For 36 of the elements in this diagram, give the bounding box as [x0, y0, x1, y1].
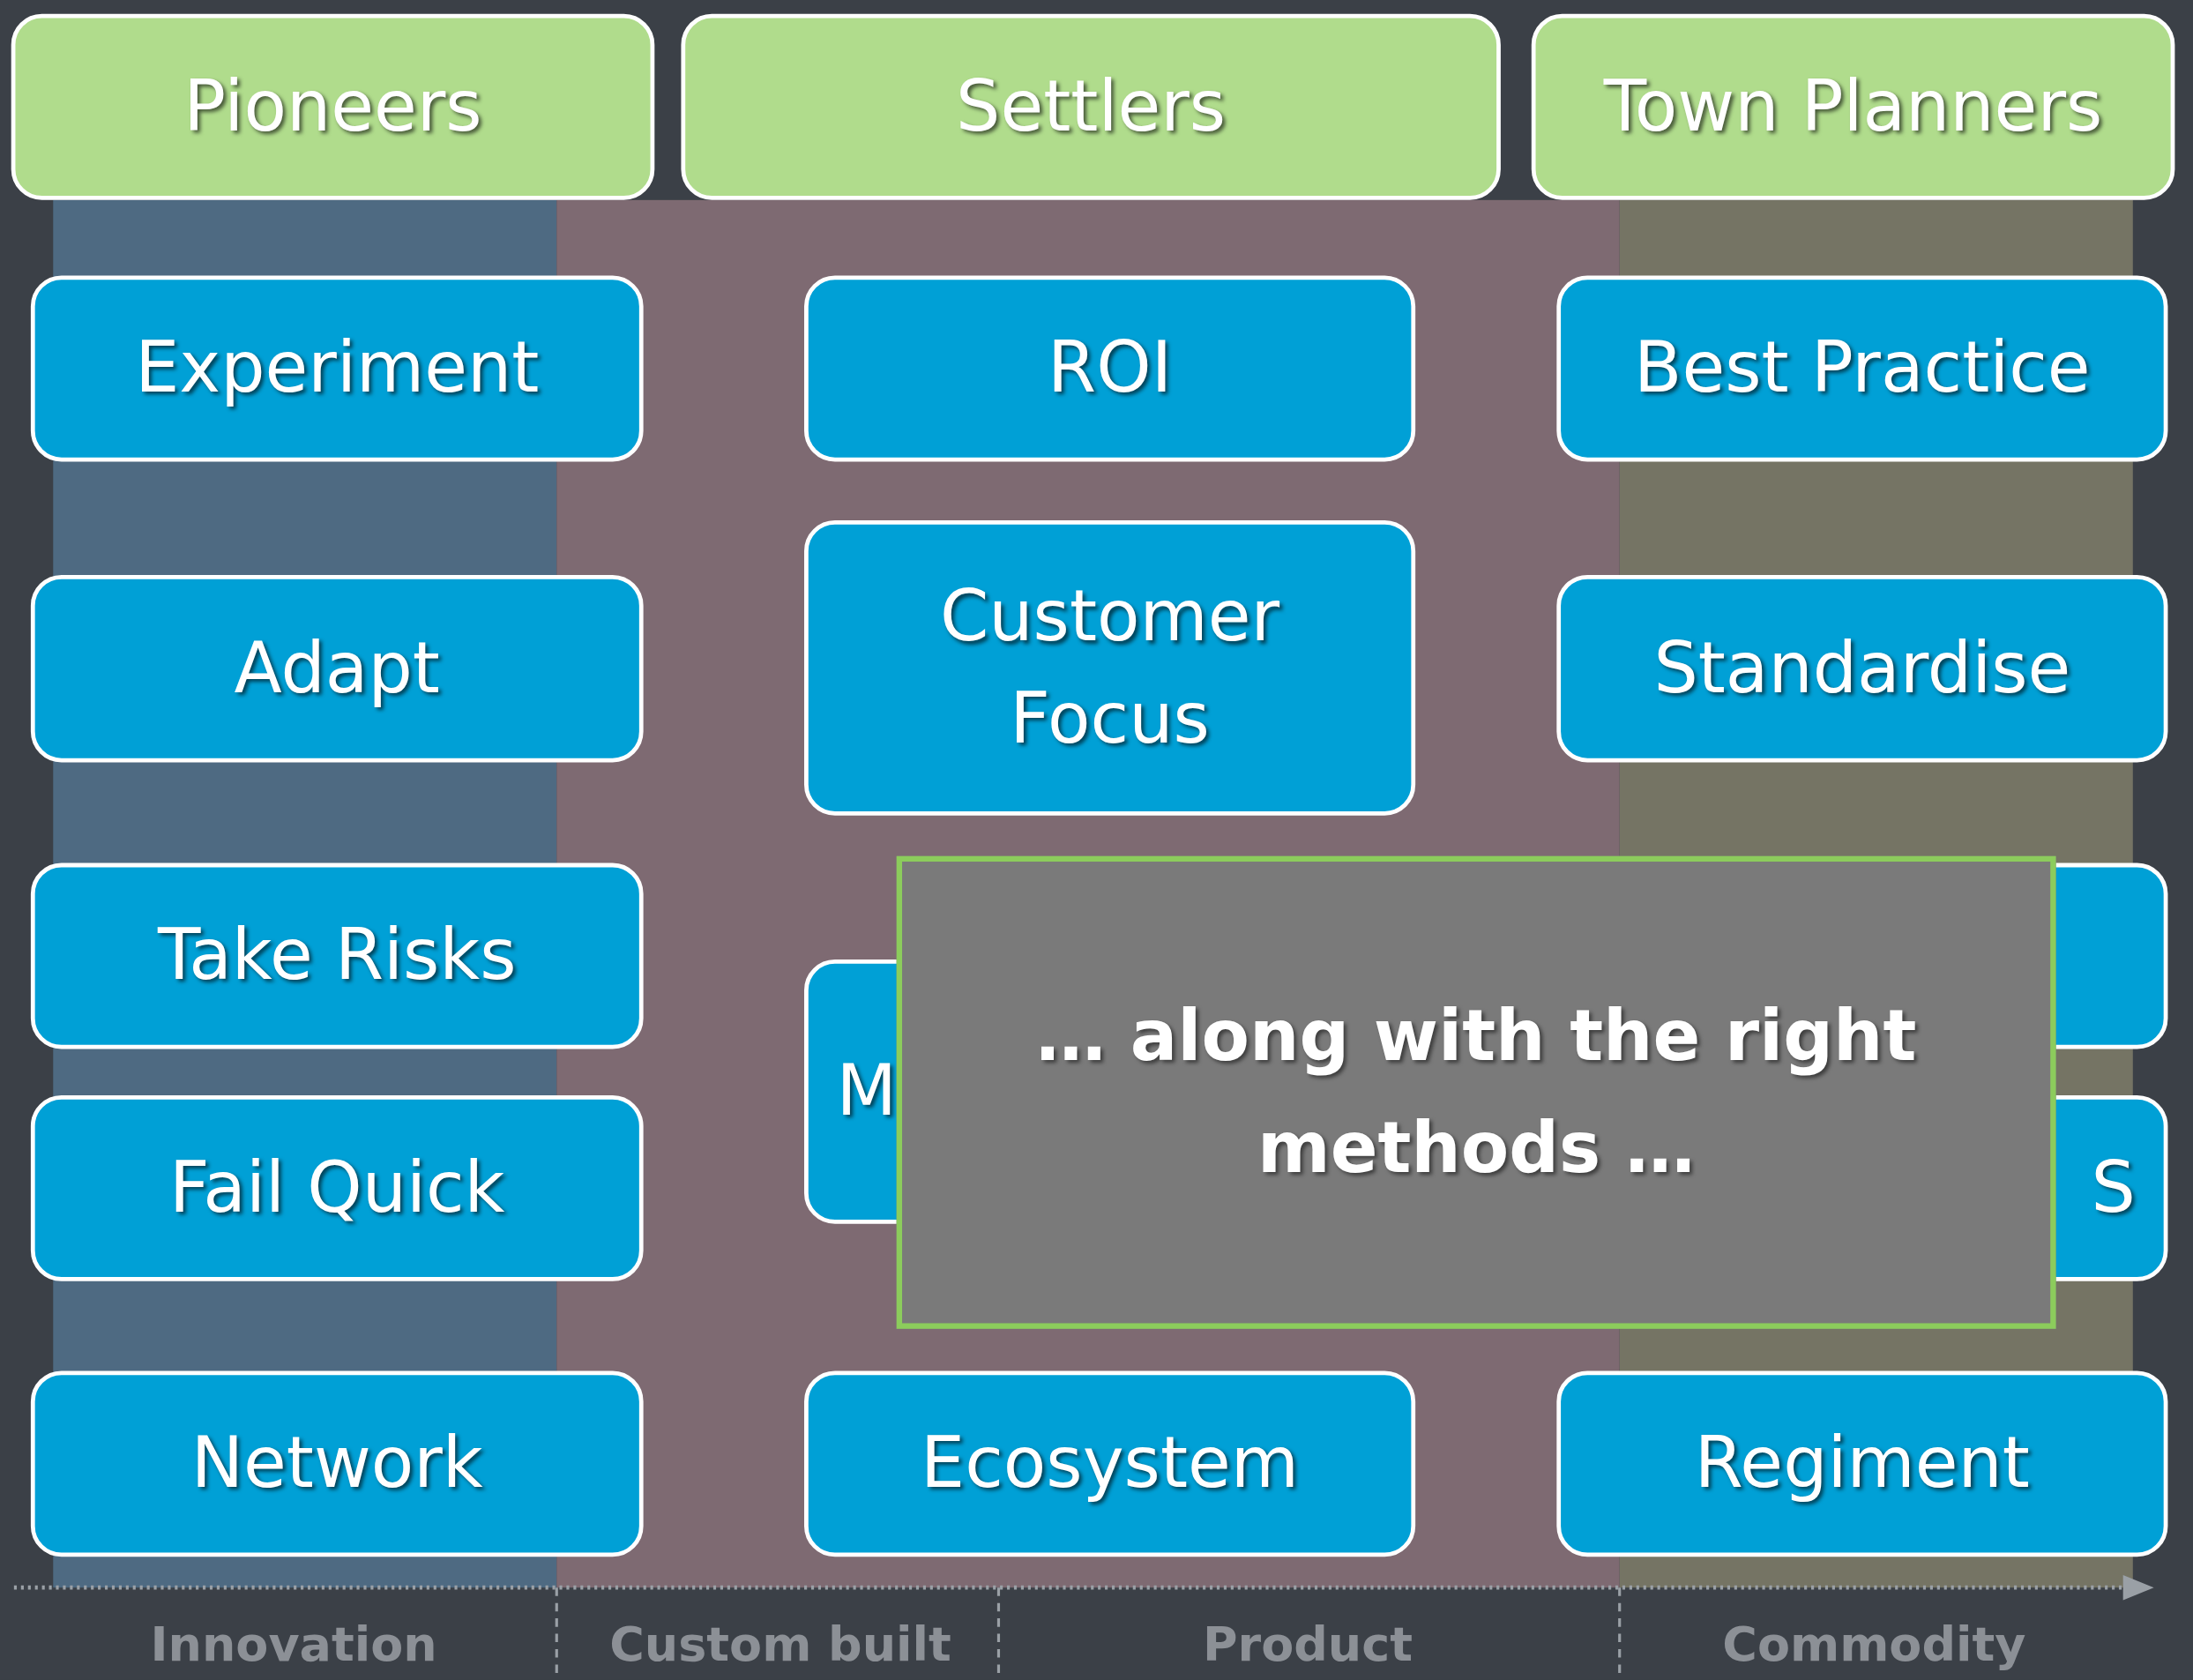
header-text: Settlers	[956, 64, 1227, 149]
group-header	[681, 13, 1501, 200]
trait-box	[30, 574, 644, 763]
trait-box	[30, 1370, 644, 1557]
trait-box	[30, 275, 644, 462]
trait-box	[1556, 1370, 2168, 1557]
header-text: Pioneers	[183, 64, 482, 149]
trait-box	[1556, 275, 2168, 462]
trait-box	[804, 1370, 1416, 1557]
box-label: Experiment	[135, 326, 540, 411]
box-label: Fail Quick	[169, 1146, 505, 1230]
trait-box	[1556, 574, 2168, 763]
box-label: S	[2091, 1146, 2136, 1230]
box-label: Adapt	[234, 626, 440, 711]
axis-label: Innovation	[150, 1615, 437, 1672]
box-label: Ecosystem	[921, 1422, 1300, 1506]
group-header	[11, 13, 655, 200]
axis-label: Product	[1203, 1615, 1413, 1672]
box-label: Customer Focus	[938, 575, 1281, 761]
axis-label: Commodity	[1722, 1615, 2026, 1672]
trait-box	[30, 862, 644, 1049]
trait-box	[804, 275, 1416, 462]
box-label: ROI	[1048, 326, 1173, 411]
box-label: Best Practice	[1634, 326, 2091, 411]
trait-box	[804, 520, 1416, 816]
message-dialog	[896, 855, 2056, 1329]
header-text: Town Planners	[1603, 64, 2103, 149]
group-header	[1531, 13, 2175, 200]
message-text: … along with the right methods …	[1034, 995, 1918, 1191]
axis-label: Custom built	[609, 1615, 951, 1672]
box-label: Network	[190, 1422, 483, 1506]
box-label: Regiment	[1694, 1422, 2030, 1506]
box-label: Standardise	[1653, 626, 2071, 711]
box-label: Take Risks	[157, 914, 517, 998]
trait-box	[30, 1094, 644, 1281]
box-label: M	[836, 1049, 897, 1134]
